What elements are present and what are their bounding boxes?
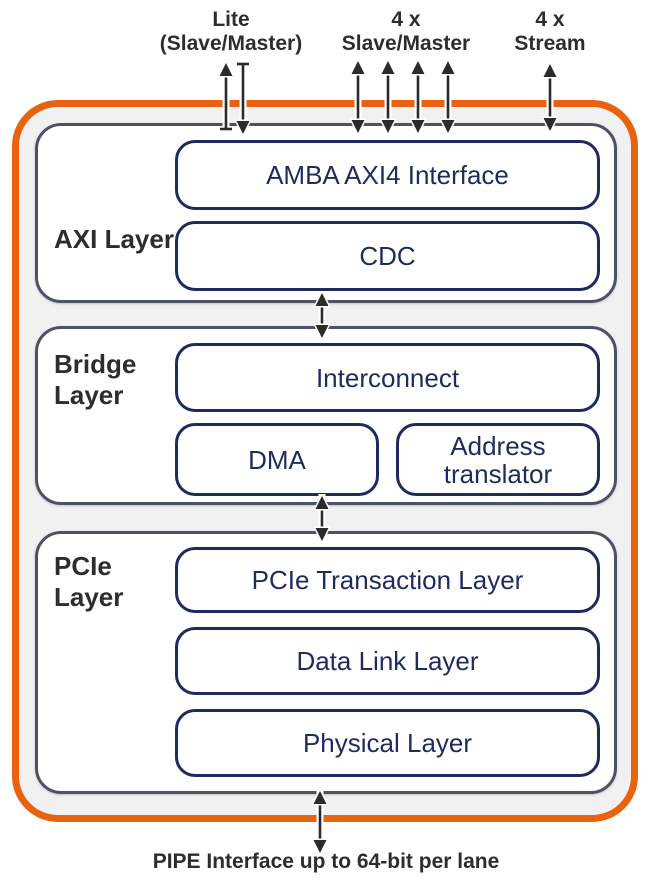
port-label-line: Stream bbox=[514, 32, 586, 55]
axi-layer-box: AXI Layer AMBA AXI4 Interface CDC bbox=[35, 123, 617, 303]
block-address-translator: Address translator bbox=[396, 423, 600, 496]
bridge-layer-box: Bridge Layer Interconnect DMA Address tr… bbox=[35, 326, 617, 505]
port-label-line: 4 x bbox=[535, 8, 565, 31]
bridge-layer-label: Bridge Layer bbox=[54, 349, 137, 410]
block-pcie-transaction-layer: PCIe Transaction Layer bbox=[175, 547, 600, 613]
port-label-line: Lite bbox=[212, 8, 250, 31]
port-label-line: Slave/Master bbox=[341, 32, 471, 55]
port-label-stream: 4 x Stream bbox=[480, 8, 620, 56]
pcie-layer-box: PCIe Layer PCIe Transaction Layer Data L… bbox=[35, 531, 617, 794]
block-dma: DMA bbox=[175, 423, 379, 496]
pipe-interface-label: PIPE Interface up to 64-bit per lane bbox=[152, 850, 500, 873]
port-label-axi-lite: Lite (Slave/Master) bbox=[146, 8, 316, 56]
block-interconnect: Interconnect bbox=[175, 343, 600, 412]
port-label-slave-master: 4 x Slave/Master bbox=[306, 8, 506, 56]
axi-layer-label: AXI Layer bbox=[54, 224, 174, 254]
pcie-layer-label: PCIe Layer bbox=[54, 551, 124, 612]
block-data-link-layer: Data Link Layer bbox=[175, 627, 600, 695]
port-label-line: 4 x bbox=[391, 8, 421, 31]
block-physical-layer: Physical Layer bbox=[175, 709, 600, 777]
block-amba-axi4-interface: AMBA AXI4 Interface bbox=[175, 140, 600, 210]
port-label-line: (Slave/Master) bbox=[159, 32, 303, 55]
block-cdc: CDC bbox=[175, 221, 600, 291]
